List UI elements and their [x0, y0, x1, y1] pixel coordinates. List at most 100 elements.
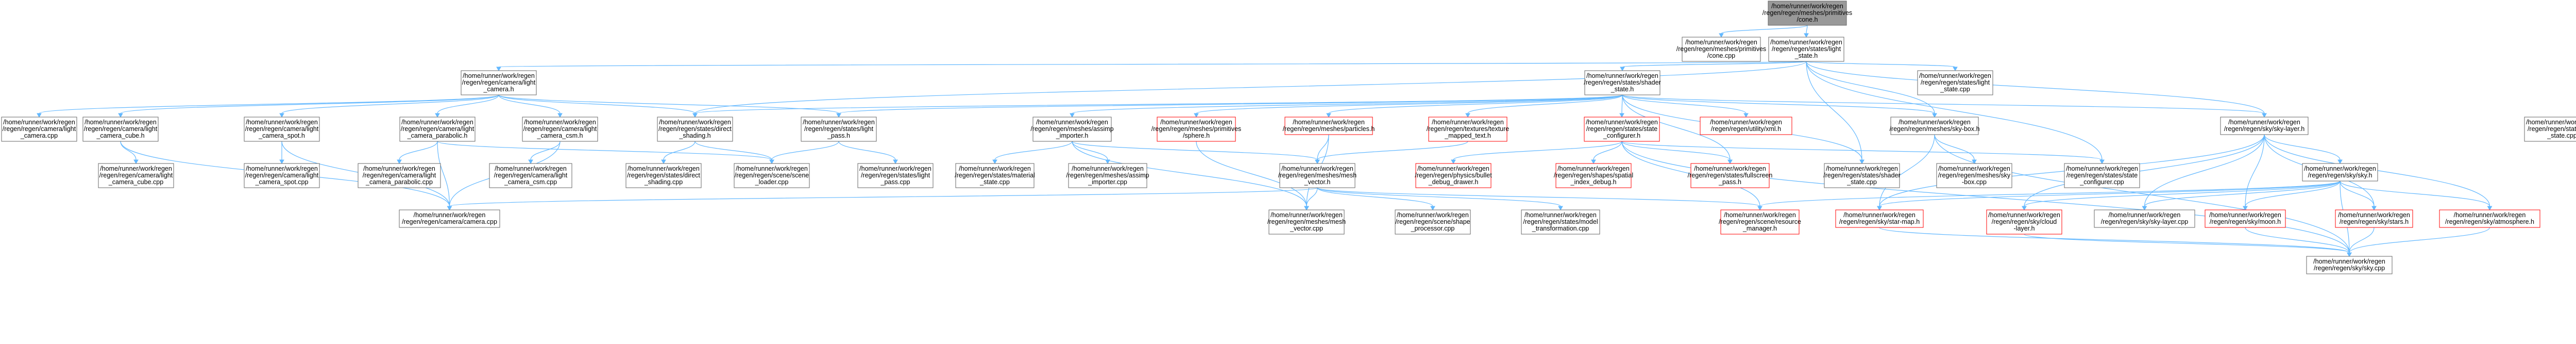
node-light-state-cpp-right[interactable]: /home/runner/work/regen/regen/regen/stat…	[2524, 117, 2576, 142]
node-label-line: _mapped_text.h	[1444, 132, 1491, 139]
node-sky-box-h[interactable]: /home/runner/work/regen/regen/regen/mesh…	[1889, 117, 1980, 135]
node-box	[625, 163, 702, 188]
node-box	[1415, 163, 1492, 188]
edge-arrowhead	[2337, 159, 2343, 165]
node-label-line: _transformation.cpp	[1532, 225, 1589, 232]
node-label-line: /regen/regen/camera/light	[245, 172, 319, 179]
node-assimp-importer-cpp[interactable]: /home/runner/work/regen/regen/regen/mesh…	[1066, 163, 1149, 188]
node-texture-mapped-text-h[interactable]: /home/runner/work/regen/regen/regen/text…	[1427, 117, 1510, 142]
include-edge	[1879, 181, 2341, 207]
include-edge	[1621, 141, 2103, 160]
node-light-camera-parabolic-cpp[interactable]: /home/runner/work/regen/regen/regen/came…	[358, 163, 441, 188]
node-assimp-importer-h[interactable]: /home/runner/work/regen/regen/regen/mesh…	[1030, 117, 1114, 142]
include-edge	[2340, 181, 2490, 207]
node-light-camera-csm-cpp[interactable]: /home/runner/work/regen/regen/regen/came…	[489, 163, 572, 188]
node-light-camera-spot-cpp[interactable]: /home/runner/work/regen/regen/regen/came…	[244, 163, 320, 188]
node-state-configurer-h[interactable]: /home/runner/work/regen/regen/regen/stat…	[1584, 117, 1660, 142]
node-stars-h[interactable]: /home/runner/work/regen/regen/regen/sky/…	[2335, 209, 2413, 228]
edge-arrowhead	[1932, 113, 1937, 118]
node-light-camera-cube-h[interactable]: /home/runner/work/regen/regen/regen/came…	[82, 117, 159, 142]
node-light-camera-csm-h[interactable]: /home/runner/work/regen/regen/regen/came…	[522, 117, 598, 142]
node-scene-loader-cpp[interactable]: /home/runner/work/regen/regen/regen/scen…	[734, 163, 810, 188]
include-edge	[838, 94, 1623, 114]
edge-arrowhead	[769, 159, 774, 165]
node-label-line: /home/runner/work/regen	[1586, 72, 1658, 79]
node-sky-layer-h[interactable]: /home/runner/work/regen/regen/regen/sky/…	[2220, 117, 2309, 135]
node-light-state-cpp[interactable]: /home/runner/work/regen/regen/regen/stat…	[1917, 70, 1993, 95]
include-edge	[1622, 94, 1747, 114]
node-box	[1917, 70, 1993, 95]
edge-arrowhead	[1194, 113, 1199, 118]
node-model-transformation-cpp[interactable]: /home/runner/work/regen/regen/regen/stat…	[1521, 209, 1600, 235]
include-edge	[120, 141, 137, 160]
node-label-line: /home/runner/work/regen	[1919, 72, 1991, 79]
node-light-pass-cpp[interactable]: /home/runner/work/regen/regen/regen/stat…	[857, 163, 934, 188]
node-camera-light-camera-h[interactable]: /home/runner/work/regen/regen/regen/came…	[461, 70, 537, 95]
node-label-line: /home/runner/work/regen	[659, 119, 731, 126]
node-label-line: /regen/regen/sky/star-map.h	[1839, 218, 1920, 225]
node-fullscreen-pass-h[interactable]: /home/runner/work/regen/regen/regen/stat…	[1688, 163, 1773, 188]
node-material-state-cpp[interactable]: /home/runner/work/regen/regen/regen/stat…	[955, 163, 1035, 188]
node-label-line: /home/runner/work/regen	[736, 165, 808, 172]
node-label-line: /regen/regen/meshes/primitives	[1676, 45, 1766, 53]
node-sky-box-cpp[interactable]: /home/runner/work/regen/regen/regen/mesh…	[1936, 163, 2012, 188]
node-label-line: /home/runner/work/regen	[1397, 211, 1469, 219]
node-primitives-cone-cpp[interactable]: /home/runner/work/regen/regen/regen/mesh…	[1676, 37, 1766, 62]
node-spatial-index-debug-h[interactable]: /home/runner/work/regen/regen/regen/shap…	[1554, 163, 1633, 188]
node-label-line: /home/runner/work/regen	[2304, 165, 2376, 172]
include-edge	[1196, 94, 1623, 114]
node-label-line: -layer.h	[2014, 225, 2035, 232]
node-light-pass-h[interactable]: /home/runner/work/regen/regen/regen/stat…	[801, 117, 877, 142]
node-shape-processor-cpp[interactable]: /home/runner/work/regen/regen/regen/scen…	[1395, 209, 1471, 235]
node-states-light-state-h[interactable]: /home/runner/work/regen/regen/regen/stat…	[1768, 37, 1844, 62]
node-label-line: /regen/regen/camera/light	[245, 125, 319, 133]
node-direct-shading-h[interactable]: /home/runner/work/regen/regen/regen/stat…	[657, 117, 733, 142]
node-light-camera-parabolic-h[interactable]: /home/runner/work/regen/regen/regen/came…	[399, 117, 476, 142]
node-mesh-vector-h[interactable]: /home/runner/work/regen/regen/regen/mesh…	[1278, 163, 1357, 188]
node-moon-h[interactable]: /home/runner/work/regen/regen/regen/sky/…	[2205, 209, 2286, 228]
node-label-line: _pass.h	[1718, 178, 1741, 186]
node-states-shader-state-h[interactable]: /home/runner/work/regen/regen/regen/stat…	[1584, 70, 1661, 95]
include-edge	[1072, 141, 1108, 160]
node-shader-state-cpp[interactable]: /home/runner/work/regen/regen/regen/stat…	[1823, 163, 1901, 188]
node-star-map-h[interactable]: /home/runner/work/regen/regen/regen/sky/…	[1835, 209, 1924, 228]
node-label-line: /regen/regen/meshes/assimp	[1066, 172, 1149, 179]
node-atmosphere-h[interactable]: /home/runner/work/regen/regen/regen/sky/…	[2439, 209, 2540, 228]
node-label-line: /home/runner/work/regen	[1938, 165, 2010, 172]
node-box	[1584, 117, 1660, 142]
node-bullet-debug-drawer-h[interactable]: /home/runner/work/regen/regen/regen/phys…	[1415, 163, 1492, 188]
include-edge	[437, 141, 450, 207]
node-label-line: /home/runner/work/regen	[3, 119, 75, 126]
node-sky-cpp[interactable]: /home/runner/work/regen/regen/regen/sky/…	[2306, 256, 2393, 274]
node-label-line: /regen/regen/states/state	[1586, 125, 1657, 133]
node-label-line: _camera_csm.h	[537, 132, 583, 139]
node-label-line: /regen/regen/scene/shape	[1395, 218, 1470, 225]
node-sky-sky-h[interactable]: /home/runner/work/regen/regen/regen/sky/…	[2302, 163, 2378, 182]
node-mesh-vector-cpp[interactable]: /home/runner/work/regen/regen/regen/mesh…	[1267, 209, 1346, 235]
include-edge	[694, 94, 1623, 114]
node-particles-h[interactable]: /home/runner/work/regen/regen/regen/mesh…	[1283, 117, 1375, 135]
include-edge	[120, 94, 499, 114]
node-resource-manager-h[interactable]: /home/runner/work/regen/regen/regen/scen…	[1719, 209, 1801, 235]
node-camera-cpp[interactable]: /home/runner/work/regen/regen/regen/came…	[399, 209, 500, 228]
edge-arrowhead	[1804, 33, 1809, 38]
include-edge	[530, 141, 561, 160]
node-direct-shading-cpp[interactable]: /home/runner/work/regen/regen/regen/stat…	[625, 163, 702, 188]
node-label-line: /regen/regen/meshes/sky	[1938, 172, 2011, 179]
node-label-line: _state.cpp	[979, 178, 1010, 186]
node-light-camera-cpp[interactable]: /home/runner/work/regen/regen/regen/came…	[1, 117, 77, 142]
include-edge	[663, 141, 696, 160]
node-label-line: _importer.cpp	[1088, 178, 1127, 186]
node-cloud-layer-h[interactable]: /home/runner/work/regen/regen/regen/sky/…	[1986, 209, 2062, 235]
edge-arrowhead	[2487, 206, 2493, 211]
node-sky-layer-cpp[interactable]: /home/runner/work/regen/regen/regen/sky/…	[2094, 209, 2195, 228]
node-light-camera-spot-h[interactable]: /home/runner/work/regen/regen/regen/came…	[244, 117, 320, 142]
node-state-configurer-cpp[interactable]: /home/runner/work/regen/regen/regen/stat…	[2064, 163, 2140, 188]
node-label-line: /home/runner/work/regen	[1270, 211, 1343, 219]
node-light-camera-cube-cpp[interactable]: /home/runner/work/regen/regen/regen/came…	[98, 163, 174, 188]
node-xml-h[interactable]: /home/runner/work/regen/regen/regen/util…	[1700, 117, 1792, 135]
include-edge	[1328, 94, 1623, 114]
node-box	[2306, 256, 2393, 274]
node-label-line: /home/runner/work/regen	[1771, 3, 1843, 10]
node-primitives-sphere-h[interactable]: /home/runner/work/regen/regen/regen/mesh…	[1151, 117, 1241, 142]
